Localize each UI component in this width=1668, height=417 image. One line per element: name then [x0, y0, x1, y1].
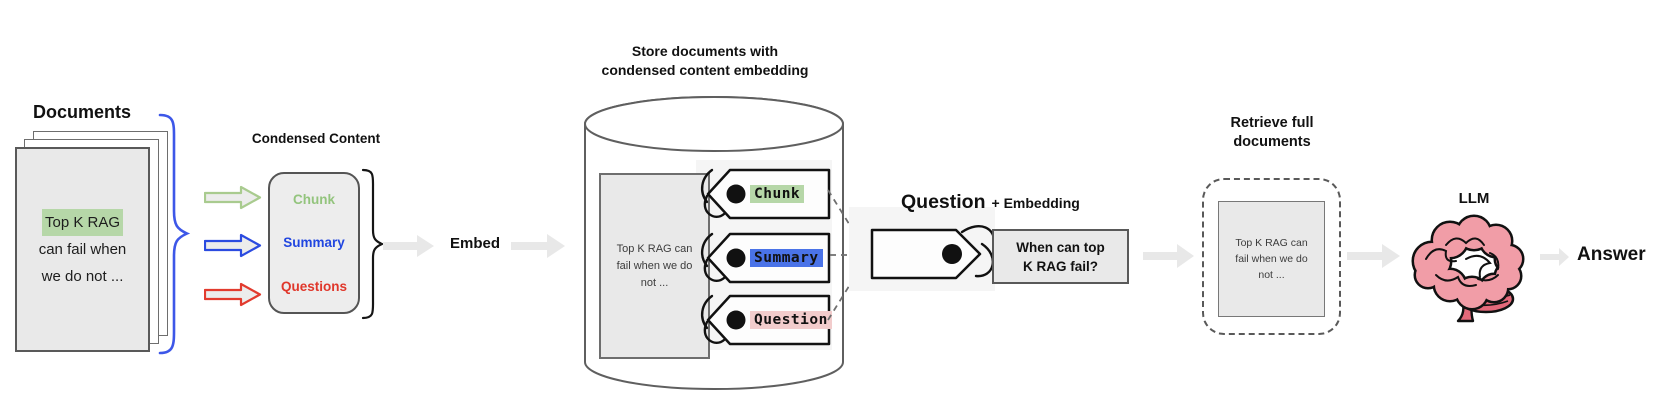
condensed-item-summary: Summary	[283, 235, 345, 251]
stored-document: Top K RAG can fail when we do not ...	[599, 173, 710, 359]
tag-question-label: Question	[750, 311, 832, 329]
store-title-line2: condensed content embedding	[601, 62, 809, 78]
retrieve-title-line1: Retrieve full	[1230, 115, 1314, 131]
condensed-item-chunk: Chunk	[293, 192, 335, 208]
query-title-suffix: + Embedding	[991, 195, 1080, 211]
blue-arrow-icon	[204, 233, 262, 258]
store-title-line1: Store documents with	[631, 43, 779, 59]
retrieve-dashed-box	[1202, 178, 1341, 335]
tag-summary: Summary	[698, 228, 832, 288]
embed-label: Embed	[449, 235, 500, 252]
query-title: Question + Embedding	[901, 191, 1080, 214]
stored-doc-line2: fail when we do	[616, 259, 693, 272]
flow-arrow-icon	[383, 235, 434, 257]
retrieved-document: Top K RAG can fail when we do not ...	[1218, 201, 1325, 317]
blue-brace-icon	[158, 113, 191, 355]
query-line2: K RAG fail?	[1022, 258, 1098, 274]
retrieved-doc-line1: Top K RAG can	[1235, 237, 1308, 249]
flow-arrow-icon	[511, 234, 565, 258]
green-arrow-icon	[204, 185, 262, 210]
condensed-item-questions: Questions	[280, 278, 347, 294]
retrieved-doc-line3: not ...	[1258, 269, 1285, 281]
red-arrow-icon	[204, 282, 262, 307]
query-title-main: Question	[901, 191, 986, 213]
retrieved-doc-line2: fail when we do	[1235, 253, 1308, 265]
doc-highlighted-text: Top K RAG	[41, 209, 124, 236]
brain-icon	[1411, 214, 1525, 323]
flow-arrow-icon	[1143, 244, 1194, 268]
tag-summary-label: Summary	[750, 249, 823, 267]
document-page-front: Top K RAG can fail when we do not ...	[15, 147, 150, 352]
query-line1: When can top	[1016, 239, 1105, 255]
doc-text-line2: can fail when	[38, 241, 127, 258]
flow-arrow-icon	[1347, 244, 1400, 268]
documents-title: Documents	[33, 102, 132, 122]
condensed-content-title: Condensed Content	[251, 131, 381, 146]
tag-chunk: Chunk	[698, 164, 832, 224]
llm-label: LLM	[1458, 190, 1490, 207]
tag-chunk-label: Chunk	[750, 185, 805, 203]
doc-text-line3: we do not ...	[41, 268, 124, 285]
query-text-box: When can top K RAG fail?	[992, 229, 1129, 284]
tag-question: Question	[698, 290, 832, 350]
stored-doc-line3: not ...	[640, 276, 669, 289]
answer-label: Answer	[1577, 244, 1646, 265]
store-title: Store documents with condensed content e…	[574, 42, 836, 80]
black-brace-icon	[361, 168, 385, 320]
retrieve-title: Retrieve full documents	[1202, 114, 1342, 152]
stored-doc-line1: Top K RAG can	[616, 242, 693, 255]
query-tag-icon	[870, 225, 996, 280]
retrieve-title-line2: documents	[1233, 134, 1311, 150]
flow-arrow-icon	[1540, 248, 1569, 266]
condensed-content-box: Chunk Summary Questions	[268, 172, 360, 314]
